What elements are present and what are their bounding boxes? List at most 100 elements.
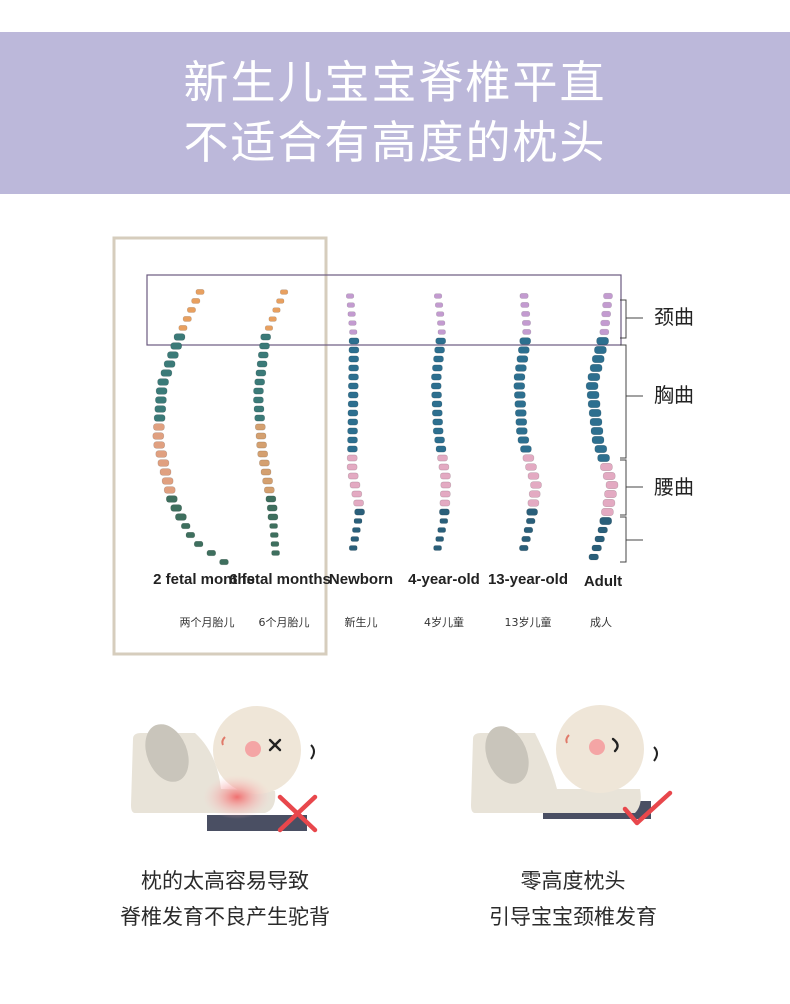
vertebra [349, 481, 361, 489]
vertebra [439, 508, 450, 516]
vertebra [594, 445, 608, 454]
stage-cn-adult: 成人 [590, 616, 612, 629]
vertebra [153, 414, 166, 422]
flat-pillow-caption-line-2: 引导宝宝颈椎发育 [489, 905, 657, 929]
vertebra [193, 540, 204, 548]
spine-6-fetal-months [253, 289, 289, 556]
vertebra [515, 364, 527, 372]
vertebra [257, 351, 269, 359]
vertebra [600, 319, 611, 327]
vertebra [517, 436, 530, 444]
vertebra [439, 518, 449, 524]
vertebra [439, 499, 451, 507]
vertebra [255, 369, 267, 377]
vertebra [520, 445, 532, 453]
neck-pain-glow [203, 775, 271, 819]
vertebra [431, 400, 443, 408]
vertebra [347, 400, 359, 408]
spine-2-fetal-months [152, 289, 229, 566]
vertebra [526, 508, 538, 516]
vertebra [434, 302, 444, 308]
vertebra [348, 373, 359, 381]
vertebra [347, 472, 359, 480]
closed-eye-icon [611, 737, 619, 753]
vertebra [348, 320, 357, 326]
vertebra [255, 432, 267, 440]
vertebra [599, 516, 613, 525]
spine-development-diagram: 2 fetal months 6 fetal months Newborn 4-… [0, 210, 790, 670]
vertebra [517, 346, 530, 354]
spine-adult [585, 292, 619, 561]
vertebra [254, 378, 265, 386]
vertebra [590, 427, 604, 436]
check-icon [622, 790, 673, 826]
header-banner: 新生儿宝宝脊椎平直 不适合有高度的枕头 [0, 32, 790, 194]
vertebra [154, 405, 167, 413]
vertebra [160, 369, 173, 377]
vertebra [521, 311, 531, 317]
vertebra [260, 333, 272, 341]
vertebra [437, 454, 448, 462]
lumbar-bracket [620, 459, 627, 516]
vertebra [588, 409, 602, 418]
stage-cn-2-fetal-months: 两个月胎儿 [179, 616, 235, 629]
neck-region-box [146, 274, 622, 346]
vertebra [348, 545, 358, 551]
vertebra [351, 490, 363, 498]
banner-title-line-1: 新生儿宝宝脊椎平直 [183, 56, 607, 109]
vertebra [597, 526, 608, 534]
vertebra [515, 418, 528, 426]
vertebra [514, 400, 527, 408]
vertebra [259, 342, 270, 350]
vertebra [603, 292, 613, 300]
vertebra [516, 355, 529, 363]
vertebra [594, 346, 607, 355]
vertebra [430, 382, 442, 390]
vertebra [271, 550, 280, 556]
vertebra [431, 391, 442, 399]
vertebra [347, 409, 359, 417]
vertebra [259, 459, 270, 467]
vertebra [437, 329, 446, 335]
vertebra [514, 409, 527, 417]
vertebra [152, 432, 165, 440]
vertebra [587, 373, 601, 382]
vertebra [596, 337, 609, 346]
vertebra [345, 293, 355, 299]
high-pillow-caption-line-1: 枕的太高容易导致 [141, 869, 309, 893]
high-pillow-caption-line-2: 脊椎发育不良产生驼背 [120, 905, 330, 929]
vertebra [601, 507, 614, 516]
vertebra [269, 532, 279, 538]
vertebra [435, 536, 445, 542]
vertebra [263, 486, 275, 494]
vertebra [219, 558, 229, 566]
vertebra [438, 463, 450, 471]
vertebra [522, 329, 532, 335]
vertebra [600, 463, 613, 472]
vertebra [433, 293, 443, 299]
vertebra [435, 445, 447, 453]
vertebra [166, 495, 178, 503]
vertebra [528, 490, 541, 498]
vertebra [602, 471, 616, 480]
vertebra [191, 298, 201, 304]
vertebra [525, 517, 536, 525]
vertebra [348, 364, 359, 372]
thoracic-bracket [620, 344, 627, 459]
vertebra [432, 418, 444, 426]
vertebra [157, 459, 170, 467]
spine-illustration [112, 236, 643, 656]
stage-cn-4-year-old: 4岁儿童 [424, 616, 464, 629]
vertebra [599, 328, 610, 336]
vertebra [157, 378, 169, 386]
vertebra [585, 382, 599, 391]
vertebra [348, 355, 360, 363]
vertebra [523, 526, 534, 534]
vertebra [206, 549, 216, 557]
vertebra [170, 342, 182, 350]
vertebra [435, 337, 447, 345]
vertebra [347, 436, 358, 444]
vertebra [588, 553, 599, 561]
vertebra [347, 382, 359, 390]
vertebra [604, 489, 617, 498]
